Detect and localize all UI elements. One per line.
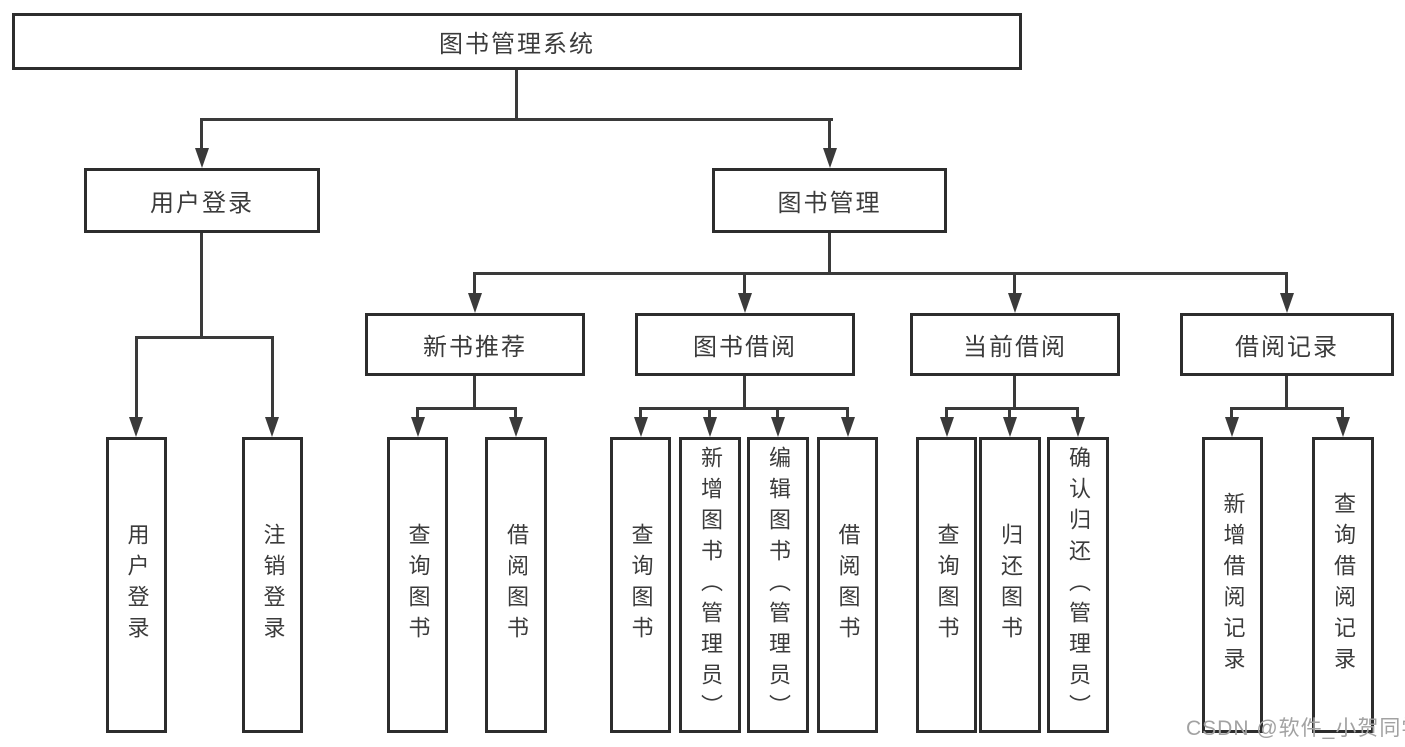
- node-label: 查询借阅记录: [1331, 492, 1356, 678]
- leaf-query-books-borrowing: 查询图书: [610, 437, 671, 733]
- arrow-down-icon: [1225, 417, 1239, 437]
- node-label: 图书管理: [777, 190, 882, 217]
- leaf-confirm-return-admin: 确认归还（管理员）: [1047, 437, 1109, 733]
- connector-vline: [1076, 407, 1079, 419]
- leaf-query-books-recommend: 查询图书: [387, 437, 448, 733]
- node-new-book-recommend: 新书推荐: [365, 313, 585, 376]
- connector-vline: [515, 70, 518, 120]
- leaf-borrow-books: 借阅图书: [817, 437, 878, 733]
- connector-vline: [639, 407, 642, 419]
- connector-vline: [1285, 376, 1288, 410]
- connector-vline: [473, 376, 476, 410]
- arrow-down-icon: [1003, 417, 1017, 437]
- node-book-management: 图书管理: [712, 168, 947, 233]
- connector-hline: [639, 407, 849, 410]
- connector-vline: [743, 272, 746, 297]
- node-label: 图书管理系统: [439, 31, 595, 58]
- node-label: 借阅图书: [504, 523, 529, 647]
- connector-vline: [271, 336, 274, 421]
- connector-vline: [828, 118, 831, 152]
- node-label: 查询图书: [628, 523, 654, 647]
- connector-vline: [1013, 272, 1016, 297]
- connector-hline: [945, 407, 1079, 410]
- arrow-down-icon: [1280, 293, 1294, 313]
- arrow-down-icon: [703, 417, 717, 437]
- arrow-down-icon: [195, 148, 209, 168]
- node-label: 借阅记录: [1235, 334, 1339, 361]
- arrow-down-icon: [265, 417, 279, 437]
- connector-vline: [708, 407, 711, 419]
- node-label: 编辑图书（管理员）: [766, 445, 791, 725]
- node-book-borrowing: 图书借阅: [635, 313, 855, 376]
- node-label: 借阅图书: [835, 523, 861, 647]
- arrow-down-icon: [771, 417, 785, 437]
- connector-vline: [846, 407, 849, 419]
- node-label: 查询图书: [405, 523, 431, 647]
- arrow-down-icon: [1071, 417, 1085, 437]
- connector-hline: [135, 336, 274, 339]
- connector-vline: [135, 336, 138, 421]
- connector-vline: [1341, 407, 1344, 419]
- node-label: 归还图书: [998, 523, 1023, 647]
- arrow-down-icon: [738, 293, 752, 313]
- leaf-user-login: 用户登录: [106, 437, 167, 733]
- csdn-watermark: CSDN @软件_小贺同学: [1186, 717, 1405, 740]
- node-label: 新书推荐: [423, 334, 527, 361]
- connector-vline: [473, 272, 476, 297]
- connector-vline: [200, 118, 203, 152]
- node-label: 注销登录: [260, 523, 286, 647]
- node-library-management-system: 图书管理系统: [12, 13, 1022, 70]
- connector-vline: [416, 407, 419, 419]
- node-label: 图书借阅: [693, 334, 797, 361]
- arrow-down-icon: [940, 417, 954, 437]
- node-label: 新增图书（管理员）: [698, 445, 723, 725]
- connector-vline: [200, 233, 203, 339]
- arrow-down-icon: [411, 417, 425, 437]
- node-label: 查询图书: [934, 523, 960, 647]
- node-label: 新增借阅记录: [1220, 492, 1246, 678]
- leaf-query-borrow-record: 查询借阅记录: [1312, 437, 1374, 733]
- connector-hline: [200, 118, 833, 121]
- connector-hline: [416, 407, 517, 410]
- leaf-return-books: 归还图书: [979, 437, 1041, 733]
- leaf-edit-books-admin: 编辑图书（管理员）: [747, 437, 809, 733]
- node-user-login: 用户登录: [84, 168, 320, 233]
- arrow-down-icon: [129, 417, 143, 437]
- node-label: 确认归还（管理员）: [1066, 445, 1091, 725]
- connector-vline: [743, 376, 746, 410]
- arrow-down-icon: [1336, 417, 1350, 437]
- connector-hline: [473, 272, 1288, 275]
- arrow-down-icon: [634, 417, 648, 437]
- arrow-down-icon: [823, 148, 837, 168]
- connector-vline: [1013, 376, 1016, 410]
- connector-vline: [1285, 272, 1288, 297]
- leaf-logout: 注销登录: [242, 437, 303, 733]
- node-current-borrowing: 当前借阅: [910, 313, 1120, 376]
- arrow-down-icon: [1008, 293, 1022, 313]
- arrow-down-icon: [468, 293, 482, 313]
- connector-vline: [514, 407, 517, 419]
- connector-hline: [1230, 407, 1344, 410]
- node-borrowing-records: 借阅记录: [1180, 313, 1394, 376]
- node-label: 用户登录: [124, 523, 150, 647]
- connector-vline: [776, 407, 779, 419]
- arrow-down-icon: [509, 417, 523, 437]
- connector-vline: [1008, 407, 1011, 419]
- connector-vline: [828, 233, 831, 275]
- leaf-borrow-books-recommend: 借阅图书: [485, 437, 547, 733]
- leaf-query-books-current: 查询图书: [916, 437, 977, 733]
- connector-vline: [945, 407, 948, 419]
- node-label: 用户登录: [150, 190, 254, 217]
- leaf-add-borrow-record: 新增借阅记录: [1202, 437, 1263, 733]
- leaf-add-books-admin: 新增图书（管理员）: [679, 437, 741, 733]
- arrow-down-icon: [841, 417, 855, 437]
- node-label: 当前借阅: [963, 334, 1067, 361]
- connector-vline: [1230, 407, 1233, 419]
